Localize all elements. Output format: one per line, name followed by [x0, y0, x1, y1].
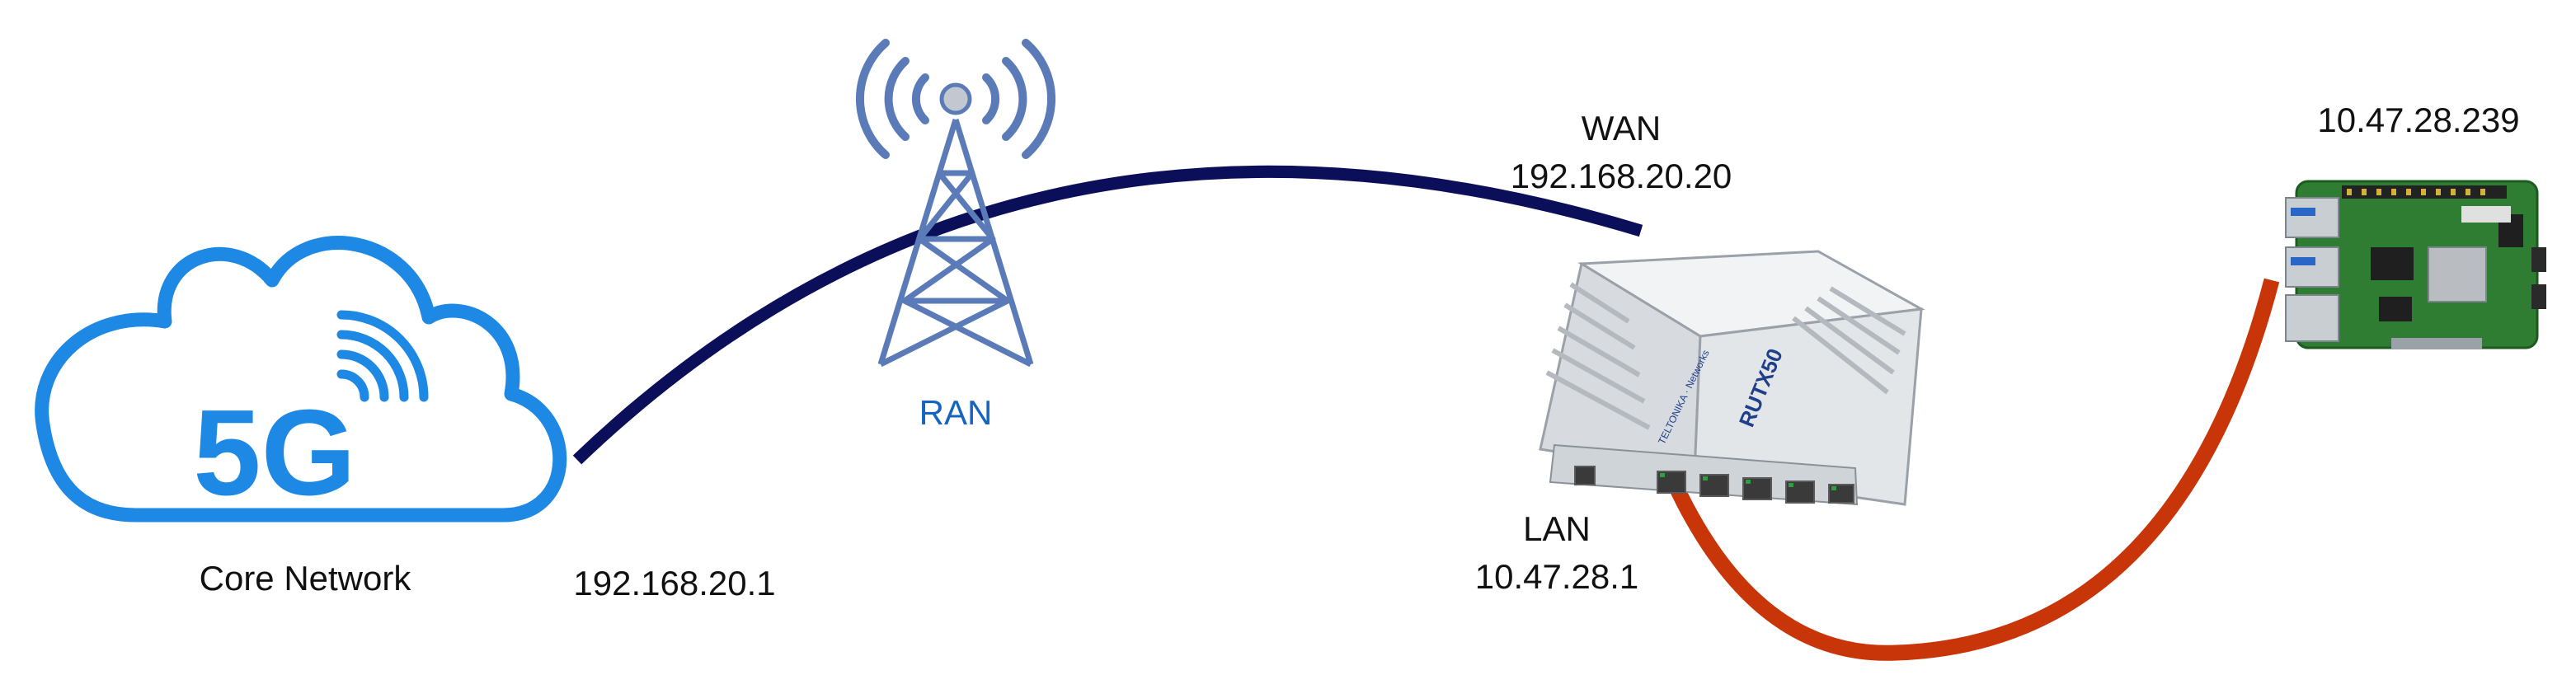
core-network-cloud: 5G: [35, 236, 567, 523]
router-rutx50: RUTX50 TELTONIKA · Networks: [1539, 250, 1925, 506]
lan-link: [1666, 278, 2280, 661]
core-ip-label: 192.168.20.1: [573, 564, 775, 602]
lan-label: LAN: [1523, 509, 1591, 548]
signal-waves-icon: [336, 310, 429, 402]
wan-link: [572, 165, 1643, 465]
lan-ip-label: 10.47.28.1: [1475, 557, 1639, 596]
raspberry-pi-board: [2285, 180, 2546, 349]
cloud-icon: [35, 236, 567, 523]
ran-label: RAN: [919, 393, 993, 432]
wan-ip-label: 192.168.20.20: [1511, 157, 1732, 195]
device-ip-label: 10.47.28.239: [2317, 101, 2519, 139]
router-ports: [1574, 466, 1854, 504]
core-network-label: Core Network: [200, 559, 412, 598]
core-5g-badge: 5G: [193, 385, 355, 521]
wan-label: WAN: [1582, 109, 1661, 148]
ran-tower-icon: [855, 39, 1056, 368]
